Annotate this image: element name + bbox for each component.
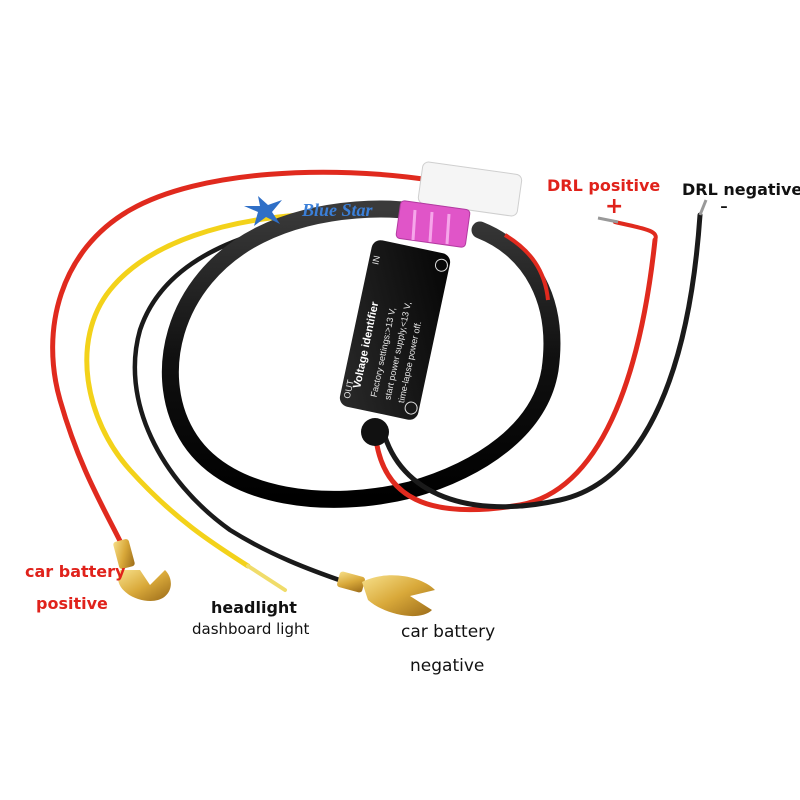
label-drl-positive-sign: + xyxy=(605,194,624,219)
brand-watermark: Blue Star xyxy=(244,196,374,226)
label-car-battery-negative-2: negative xyxy=(410,656,485,676)
yellow-wire-stripped-end xyxy=(246,564,287,592)
voltage-identifier-module: Voltage identifier Factory settings:>13 … xyxy=(339,240,451,420)
label-drl-negative-sign: - xyxy=(720,194,728,219)
spade-lug-negative xyxy=(337,571,435,617)
module-out-label: OUT xyxy=(342,378,356,399)
module-in-label: IN xyxy=(370,255,382,266)
red-wire-drl-lower xyxy=(613,220,658,242)
red-wire-fuse-right xyxy=(503,233,550,301)
label-headlight-2: dashboard light xyxy=(192,620,310,638)
spade-lug-positive xyxy=(113,539,171,601)
yellow-wire-headlight xyxy=(84,212,303,569)
module-minus-mark xyxy=(434,258,448,272)
label-car-battery-positive-2: positive xyxy=(36,594,108,613)
red-wire-battery-positive xyxy=(50,169,433,548)
black-wire-drl xyxy=(380,212,703,510)
label-car-battery-positive-1: car battery xyxy=(25,562,126,581)
module-grommet xyxy=(361,418,389,446)
label-drl-negative: DRL negative xyxy=(682,180,800,199)
module-plus-mark xyxy=(404,401,418,415)
drl-positive-tip xyxy=(597,216,619,224)
label-headlight-1: headlight xyxy=(211,598,297,617)
red-wire-drl xyxy=(372,237,658,513)
star-icon xyxy=(244,196,282,226)
black-wire-battery-negative xyxy=(132,222,348,585)
main-cable-loop xyxy=(162,200,561,508)
label-car-battery-negative-1: car battery xyxy=(401,622,496,642)
label-drl-positive: DRL positive xyxy=(547,176,661,195)
watermark-text: Blue Star xyxy=(301,200,374,220)
drl-negative-tip xyxy=(698,199,708,216)
